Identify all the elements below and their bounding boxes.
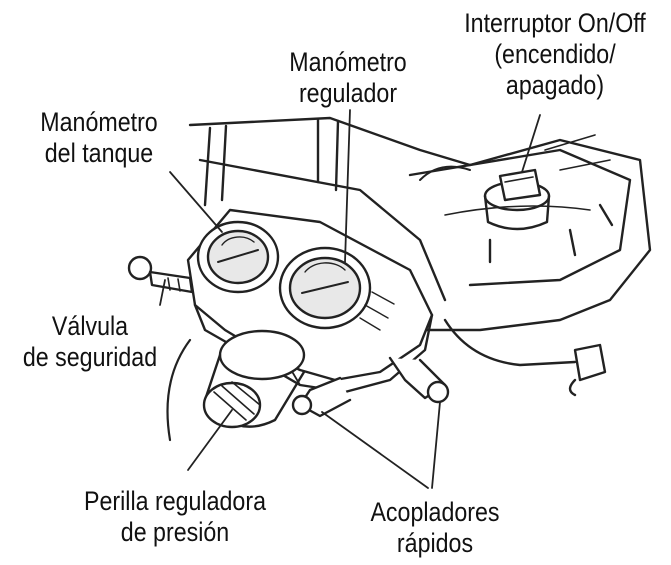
regulator-gauge [278,246,395,331]
label-switch-line3: apagado) [505,70,605,100]
tank-gauge [196,220,280,294]
label-tank-gauge: Manómetro del tanque [26,107,172,169]
label-valve-line1: Válvula [51,311,129,341]
label-tank-line1: Manómetro [40,107,158,137]
label-regulator-gauge: Manómetro regulador [279,47,417,109]
label-knob-line2: de presión [120,517,230,547]
label-regulator-line2: regulador [298,78,398,108]
label-tank-line2: del tanque [44,138,154,168]
on-off-switch [483,168,551,231]
label-switch-line1: Interruptor On/Off [464,8,646,38]
pressure-knob [202,329,306,429]
label-couplers-line1: Acopladores [370,497,500,527]
label-knob-line1: Perilla reguladora [84,486,266,516]
label-quick-couplers: Acopladores rápidos [362,497,508,559]
power-cord [443,318,607,397]
label-safety-valve: Válvula de seguridad [13,311,168,373]
label-on-off-switch: Interruptor On/Off (encendido/ apagado) [456,8,654,101]
label-regulator-line1: Manómetro [289,47,407,77]
air-hose [166,338,192,442]
quick-couplers [291,356,450,418]
safety-valve [127,255,194,294]
compressor-body [188,116,652,332]
label-pressure-knob: Perilla reguladora de presión [63,486,287,548]
label-couplers-line2: rápidos [396,528,474,558]
label-switch-line2: (encendido/ [494,39,616,69]
label-valve-line2: de seguridad [22,342,158,372]
leader-lines [159,109,541,489]
